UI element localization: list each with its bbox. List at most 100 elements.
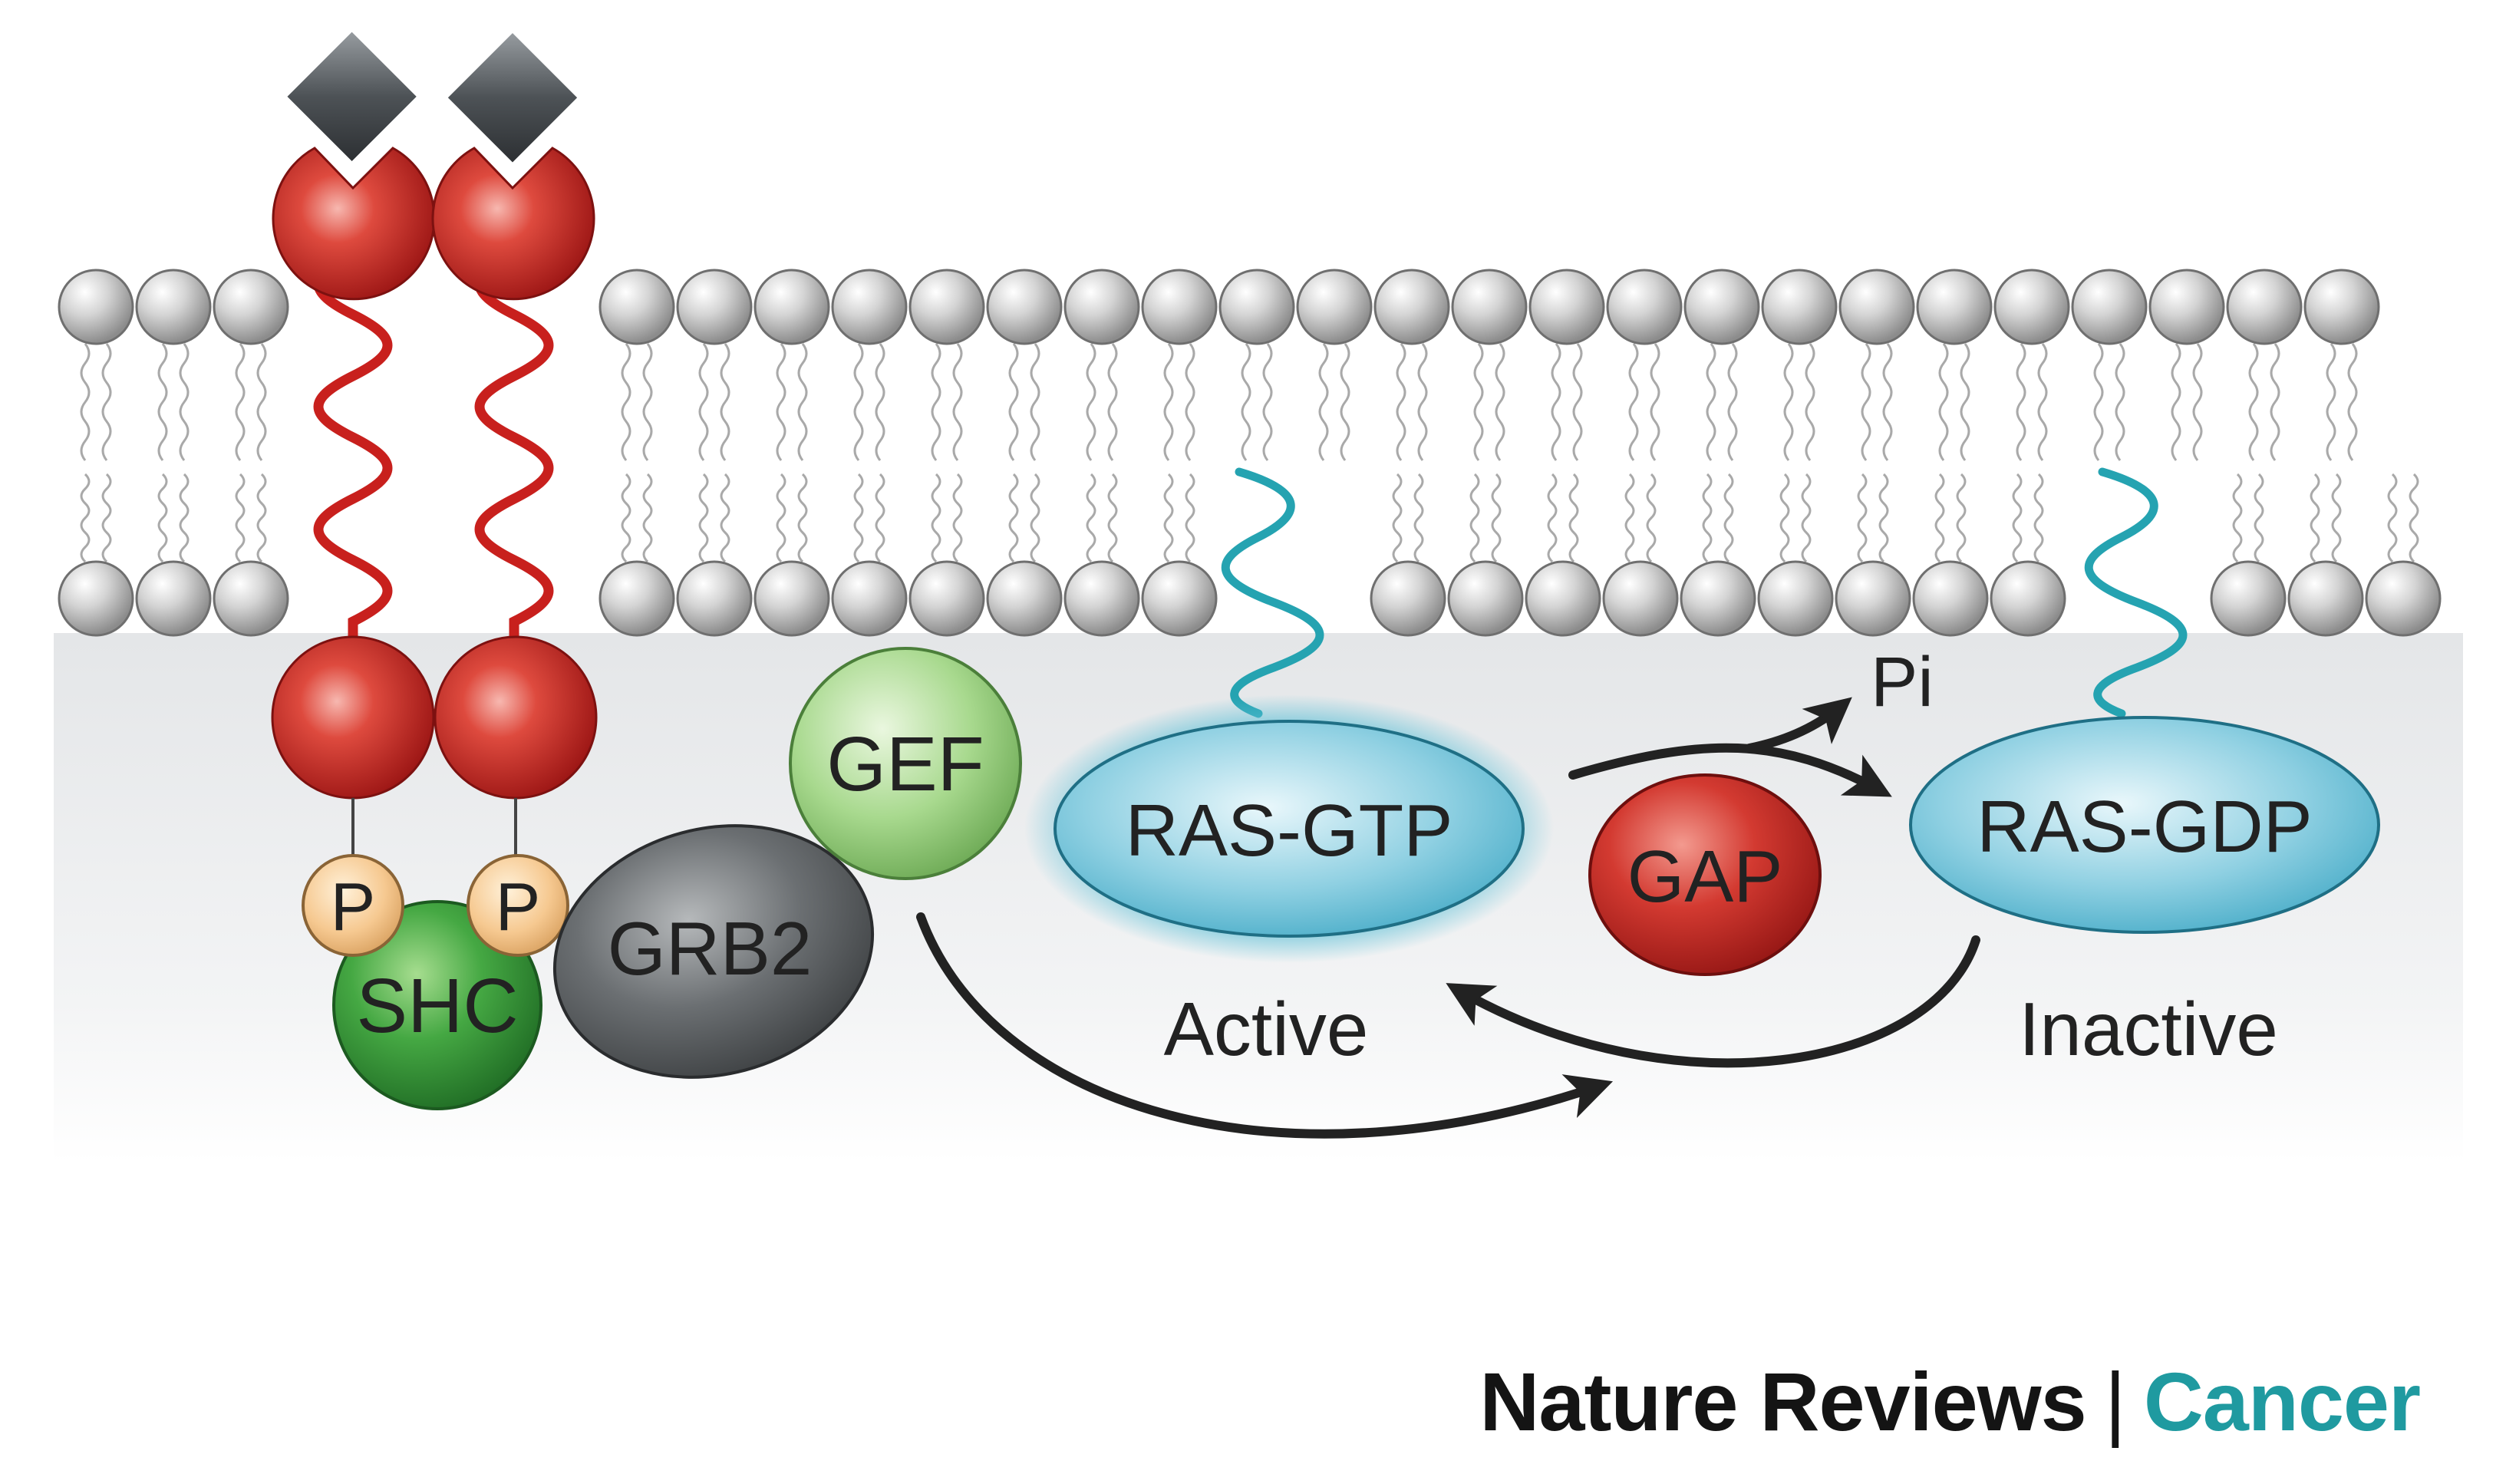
receptor-transmembrane-segments: [313, 248, 554, 658]
phosphate-right: [467, 854, 569, 957]
lipid-tail: [621, 343, 631, 461]
diamond-ligand-icon: [441, 26, 584, 169]
lipid-tail: [256, 473, 267, 563]
lipid-tail: [776, 343, 786, 461]
lipid-tail: [1779, 473, 1790, 563]
lipid-tail: [1340, 343, 1350, 461]
lipid-tail: [698, 343, 709, 461]
lipid-tail: [1473, 343, 1484, 461]
lipid-tail: [2012, 473, 2023, 563]
lipid-head-outer: [908, 269, 985, 345]
diamond-ligand-icon: [280, 25, 424, 168]
lipid-tail: [2093, 343, 2104, 461]
lipid-tail: [2347, 343, 2358, 461]
phosphate-left: [302, 854, 404, 957]
lipid-tail: [1469, 473, 1480, 563]
lipid-tail: [235, 473, 246, 563]
lipid-tail: [853, 473, 864, 563]
lipid-tail: [1008, 343, 1019, 461]
lipid-tail: [2192, 343, 2203, 461]
lipid-tail: [1107, 473, 1118, 563]
lipid-head-outer: [1916, 269, 1993, 345]
lipid-tail: [1413, 473, 1424, 563]
gef-protein: [789, 647, 1022, 880]
lipid-tail: [1163, 473, 1174, 563]
lipid-tail: [698, 473, 709, 563]
lipid-head-outer: [213, 269, 289, 345]
lipid-tail: [1030, 473, 1040, 563]
lipid-head-outer: [753, 269, 830, 345]
lipid-tail: [2310, 473, 2320, 563]
ligands: [280, 25, 584, 169]
lipid-head-inner: [1835, 560, 1911, 637]
lipid-tail: [1628, 343, 1639, 461]
lipid-tail: [1318, 343, 1329, 461]
lipid-head-outer: [831, 269, 908, 345]
lipid-tail: [1495, 343, 1505, 461]
lipid-tail: [1008, 473, 1019, 563]
lipid-tail: [1857, 473, 1868, 563]
lipid-head-inner: [598, 560, 675, 637]
lipid-tail: [1706, 343, 1716, 461]
lipid-tail: [256, 343, 267, 461]
lipid-tail: [1107, 343, 1118, 461]
lipid-tail: [797, 473, 808, 563]
lipid-head-inner: [1757, 560, 1834, 637]
lipid-tail: [797, 343, 808, 461]
lipid-head-outer: [2303, 269, 2380, 345]
lipid-tail: [235, 343, 246, 461]
lipid-tail: [1727, 343, 1738, 461]
lipid-tail: [2033, 473, 2044, 563]
lipid-tail: [931, 343, 941, 461]
lipid-head-inner: [2365, 560, 2442, 637]
journal-credit: Nature Reviews|Cancer: [1479, 1354, 2421, 1449]
lipid-tail: [853, 343, 864, 461]
lipid-head-outer: [1606, 269, 1683, 345]
lipid-tail: [1801, 473, 1812, 563]
lipid-head-outer: [1761, 269, 1838, 345]
lipid-head-outer: [1451, 269, 1528, 345]
lipid-tail: [952, 473, 963, 563]
lipid-tail: [80, 473, 91, 563]
ras-gdp-label: RAS-GDP: [1977, 786, 2312, 868]
lipid-head-outer: [2071, 269, 2148, 345]
lipid-tail: [1805, 343, 1815, 461]
lipid-tail: [952, 343, 963, 461]
lipid-tail: [1624, 473, 1635, 563]
grb2-label: GRB2: [608, 906, 813, 991]
receptor-icon: [272, 147, 436, 301]
ras-lipid-anchors: [1221, 467, 2188, 718]
ras-gtp-label: RAS-GTP: [1126, 790, 1453, 872]
lipid-head-outer: [1296, 269, 1373, 345]
lipid-tail: [1392, 473, 1403, 563]
lipid-head-outer: [1141, 269, 1218, 345]
curved-arrow-icon: [1446, 935, 1980, 1068]
lipid-tail: [1878, 473, 1889, 563]
lipid-head-inner: [831, 560, 908, 637]
lipid-head-inner: [2210, 560, 2287, 637]
lipid-head-inner: [1602, 560, 1679, 637]
gap-protein: [1588, 773, 1822, 976]
lipid-tail: [157, 473, 168, 563]
lipid-tail: [179, 473, 190, 563]
active-label: Active: [1164, 987, 1369, 1071]
lipid-tail: [2171, 343, 2181, 461]
lipid-tail: [1417, 343, 1428, 461]
lipid-head-outer: [1683, 269, 1760, 345]
receptor-icon: [431, 147, 595, 301]
lipid-tail: [80, 343, 91, 461]
lipid-head-inner: [1370, 560, 1446, 637]
lipid-tail: [720, 473, 730, 563]
lipid-tail: [1163, 343, 1174, 461]
lipid-tail: [1861, 343, 1871, 461]
journal-section: Cancer: [2143, 1355, 2421, 1448]
lipid-tail: [2037, 343, 2048, 461]
lipid-head-inner: [1525, 560, 1601, 637]
lipid-head-inner: [135, 560, 212, 637]
lipid-tail: [1030, 343, 1040, 461]
lipid-head-outer: [1528, 269, 1605, 345]
lipid-tail: [2248, 343, 2259, 461]
lipid-head-outer: [135, 269, 212, 345]
lipid-head-outer: [598, 269, 675, 345]
